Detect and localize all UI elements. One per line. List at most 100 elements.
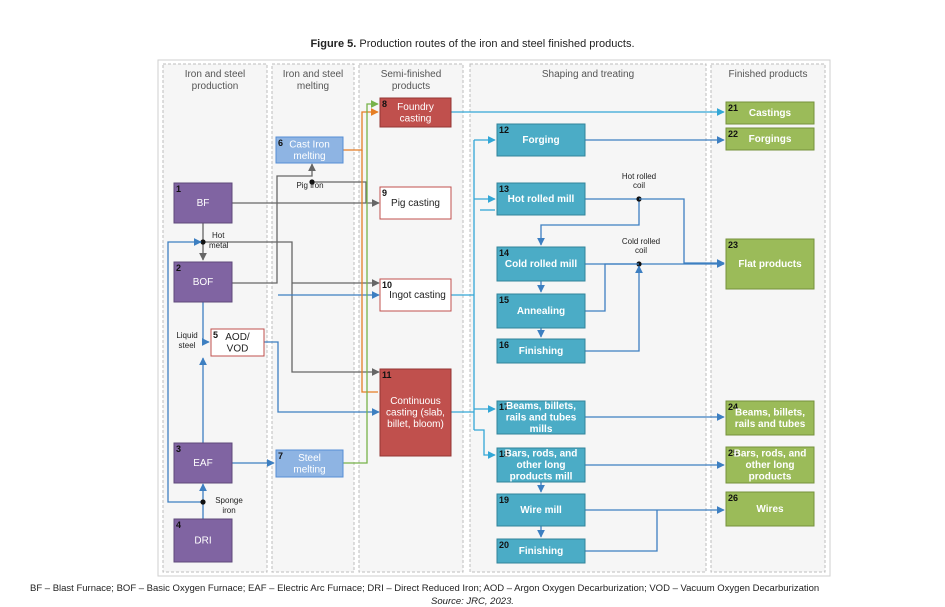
node-label-7-0: Steel xyxy=(298,453,321,464)
node-label-26-0: Wires xyxy=(756,504,784,515)
node-number-5: 5 xyxy=(213,330,218,340)
node-number-11: 11 xyxy=(382,370,392,380)
node-box-7 xyxy=(275,449,344,478)
node-box-18 xyxy=(496,447,586,483)
label-hot-rolled-coil-1: Hot rolled xyxy=(622,172,656,181)
edge-hot-coil-to-flat xyxy=(639,198,725,267)
node-box-19 xyxy=(496,493,586,527)
node-box-14 xyxy=(496,246,586,282)
node-number-19: 19 xyxy=(499,495,509,505)
node-label-5-0: AOD/ xyxy=(225,332,250,343)
node-label-10-0: Ingot casting xyxy=(389,290,446,301)
node-label-5-1: VOD xyxy=(227,343,249,354)
node-label-20-0: Finishing xyxy=(519,546,563,557)
node-label-18-0: Bars, rods, and xyxy=(505,449,578,460)
node-5: 5 AOD/VOD xyxy=(210,328,265,357)
node-number-2: 2 xyxy=(176,263,181,273)
node-box-6 xyxy=(275,136,344,164)
label-pig-iron: Pig iron xyxy=(296,181,323,190)
node-box-4 xyxy=(173,518,233,563)
node-label-24-1: rails and tubes xyxy=(735,419,806,430)
node-box-12 xyxy=(496,123,586,157)
junction-hot-metal xyxy=(200,239,206,245)
node-number-24: 24 xyxy=(728,402,738,412)
edge-annealing-to-coil xyxy=(585,263,639,312)
node-box-5 xyxy=(210,328,265,357)
column-heading-col5: Finished products xyxy=(729,69,808,80)
node-label-8-0: Foundry xyxy=(397,102,434,113)
junction-sponge-iron xyxy=(200,499,206,505)
edge-sponge-iron-to-bof xyxy=(167,238,203,503)
node-number-8: 8 xyxy=(382,99,387,109)
node-label-2-0: BOF xyxy=(193,277,214,288)
node-number-16: 16 xyxy=(499,340,509,350)
node-number-9: 9 xyxy=(382,188,387,198)
column-col3 xyxy=(358,63,464,573)
node-box-17 xyxy=(496,400,586,435)
node-box-8 xyxy=(379,97,452,128)
column-heading-col4: Shaping and treating xyxy=(542,69,634,80)
node-label-24-0: Beams, billets, xyxy=(735,407,805,418)
node-1: 1BF xyxy=(173,182,233,224)
figure-title: Production routes of the iron and steel … xyxy=(356,38,635,50)
column-heading-col3: Semi-finished xyxy=(381,69,442,80)
label-hot-metal-1: Hot xyxy=(212,231,225,240)
node-label-14-0: Cold rolled mill xyxy=(505,259,577,270)
node-number-12: 12 xyxy=(499,125,509,135)
node-label-11-1: casting (slab, xyxy=(386,408,445,419)
label-hot-metal-2: metal xyxy=(209,241,229,250)
figure-label: Figure 5. xyxy=(310,38,357,50)
node-label-13-0: Hot rolled mill xyxy=(508,194,575,205)
node-box-9 xyxy=(379,186,452,220)
node-label-25-0: Bars, rods, and xyxy=(734,449,807,460)
node-number-4: 4 xyxy=(176,520,181,530)
node-label-6-0: Cast Iron xyxy=(289,139,330,150)
column-subheading-col2: melting xyxy=(297,81,329,92)
node-number-3: 3 xyxy=(176,444,181,454)
edge-cast-iron-orange-down xyxy=(361,150,378,393)
node-label-11-2: billet, bloom) xyxy=(387,419,444,430)
node-box-23 xyxy=(725,238,815,290)
column-heading-col1: Iron and steel xyxy=(185,69,246,80)
node-box-3 xyxy=(173,442,233,484)
node-box-25 xyxy=(725,446,815,484)
edge-pig-iron-loop xyxy=(312,181,367,203)
column-subheading-col3: products xyxy=(392,81,430,92)
label-cold-rolled-coil-1: Cold rolled xyxy=(622,237,660,246)
edge-aod-to-continuous xyxy=(264,341,380,416)
node-label-25-1: other long xyxy=(746,460,795,471)
node-number-17: 17 xyxy=(499,402,509,412)
node-label-4-0: DRI xyxy=(194,536,211,547)
node-number-22: 22 xyxy=(728,129,738,139)
label-liquid-steel-1: Liquid xyxy=(176,331,197,340)
node-label-3-0: EAF xyxy=(193,458,212,469)
node-box-20 xyxy=(496,538,586,564)
node-number-10: 10 xyxy=(382,280,392,290)
edge-bof-to-aod xyxy=(201,302,210,346)
node-number-23: 23 xyxy=(728,240,738,250)
node-label-21-0: Castings xyxy=(749,108,792,119)
node-label-9-0: Pig casting xyxy=(391,198,440,209)
edge-steel-melting-to-foundry xyxy=(343,100,379,464)
node-label-17-1: rails and tubes xyxy=(506,413,577,424)
node-label-23-0: Flat products xyxy=(738,259,802,270)
column-heading-col2: Iron and steel xyxy=(283,69,344,80)
